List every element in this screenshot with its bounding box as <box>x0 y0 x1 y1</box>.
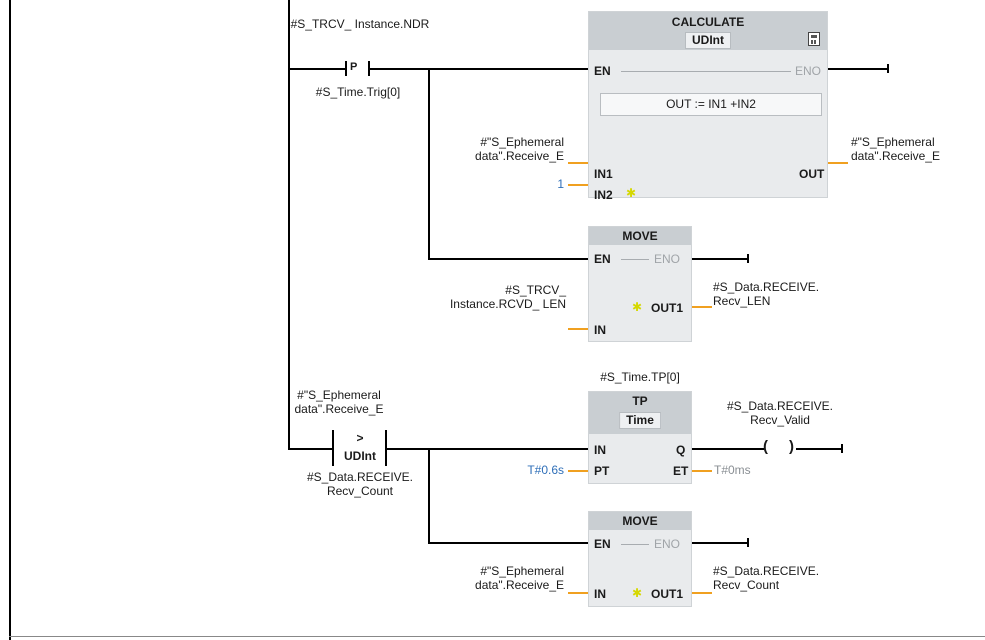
coil-out-end <box>841 444 843 453</box>
tp-et-label: ET <box>673 464 689 478</box>
calculate-header: CALCULATE UDInt <box>589 12 827 50</box>
tp-in-label: IN <box>594 443 606 457</box>
add-input-star-icon[interactable]: ✱ <box>626 186 637 200</box>
edge-trigger-operand[interactable]: #S_TRCV_ Instance.NDR <box>290 17 430 31</box>
calculate-in2-label: IN2 <box>594 188 613 202</box>
calculator-icon[interactable] <box>808 32 820 46</box>
move2-in-operand[interactable]: #"S_Ephemeral data".Receive_E <box>475 564 564 592</box>
move2-out-operand[interactable]: #S_Data.RECEIVE. Recv_Count <box>713 564 820 592</box>
calculate-block[interactable]: CALCULATE UDInt EN ENO OUT := IN1 +IN2 I… <box>588 11 828 202</box>
move1-title: MOVE <box>622 229 658 243</box>
move1-en-wire <box>429 258 588 260</box>
compare-bottom-operand[interactable]: #S_Data.RECEIVE. Recv_Count <box>306 470 414 498</box>
tp-title: TP <box>632 394 648 408</box>
move2-in-wire <box>568 592 588 594</box>
branch-after-trigger <box>428 68 430 260</box>
move2-out-wire <box>692 592 712 594</box>
calculate-en-eno-line <box>621 71 791 72</box>
tp-header: TP Time <box>589 392 691 434</box>
branch-rail <box>288 0 290 450</box>
contact-left-bar <box>345 61 347 76</box>
move2-out-label: OUT1 <box>651 587 684 601</box>
calculate-eno-wire <box>828 68 888 70</box>
calculate-eno-end <box>887 64 889 73</box>
edge-trigger-memory[interactable]: #S_Time.Trig[0] <box>315 85 401 99</box>
in2-wire <box>568 184 588 186</box>
calculate-datatype[interactable]: UDInt <box>685 32 731 49</box>
tp-instance[interactable]: #S_Time.TP[0] <box>600 370 680 384</box>
move2-block[interactable]: MOVE EN ENO IN ✱ OUT1 <box>588 511 692 607</box>
coil-right-icon[interactable]: ) <box>789 438 794 455</box>
move1-header: MOVE <box>589 227 691 245</box>
edge-trigger-contact[interactable]: P <box>350 61 358 73</box>
move1-en-label: EN <box>594 252 611 266</box>
calculate-in1-label: IN1 <box>594 167 613 181</box>
calculate-eno-label: ENO <box>795 64 822 78</box>
rung2-wire-a <box>289 448 332 450</box>
tp-datatype[interactable]: Time <box>619 412 661 429</box>
compare-operator[interactable]: > <box>356 431 364 445</box>
compare-top-operand[interactable]: #"S_Ephemeral data".Receive_E <box>294 388 384 416</box>
out-wire <box>828 162 848 164</box>
calculate-en-label: EN <box>594 64 611 78</box>
move1-eno-label: ENO <box>654 252 681 266</box>
move2-en-eno-line <box>621 544 649 545</box>
calculate-in1-operand[interactable]: #"S_Ephemeral data".Receive_E <box>475 135 564 163</box>
move1-en-eno-line <box>621 259 649 260</box>
tp-q-wire <box>692 448 764 450</box>
coil-out-wire <box>796 448 842 450</box>
move1-out-wire <box>692 306 712 308</box>
tp-et-wire <box>692 470 712 472</box>
calculate-in2-operand[interactable]: 1 <box>557 177 564 191</box>
tp-et-operand[interactable]: T#0ms <box>714 463 751 477</box>
rung1-wire-a <box>289 68 345 70</box>
tp-pt-wire <box>568 470 588 472</box>
network-bottom-border <box>9 636 985 637</box>
move1-out-label: OUT1 <box>651 301 684 315</box>
move2-eno-label: ENO <box>654 537 681 551</box>
move1-eno-end <box>747 254 749 263</box>
left-power-rail <box>9 0 11 640</box>
rung1-wire-b <box>369 68 588 70</box>
calculate-title: CALCULATE <box>671 15 745 29</box>
rung2-wire-b <box>386 448 588 450</box>
move2-en-wire <box>429 542 588 544</box>
add-output-star-icon[interactable]: ✱ <box>632 300 643 314</box>
branch-after-compare <box>428 448 430 544</box>
move1-in-label: IN <box>594 323 606 337</box>
calculate-formula[interactable]: OUT := IN1 +IN2 <box>600 93 822 116</box>
move2-title: MOVE <box>622 514 658 528</box>
move1-block[interactable]: MOVE EN ENO IN ✱ OUT1 <box>588 226 692 342</box>
coil-left-icon[interactable]: ( <box>763 438 768 455</box>
add-output-star-icon[interactable]: ✱ <box>632 586 643 600</box>
tp-pt-label: PT <box>594 464 610 478</box>
move2-header: MOVE <box>589 512 691 530</box>
compare-left-bar <box>332 430 334 466</box>
coil-operand[interactable]: #S_Data.RECEIVE. Recv_Valid <box>726 399 834 427</box>
tp-block[interactable]: TP Time IN PT Q ET <box>588 391 692 484</box>
in1-wire <box>568 162 588 164</box>
move1-in-wire <box>568 328 588 330</box>
move1-eno-wire <box>692 258 748 260</box>
move2-eno-wire <box>692 542 748 544</box>
calculate-out-label: OUT <box>799 167 825 181</box>
tp-pt-operand[interactable]: T#0.6s <box>527 463 564 477</box>
move2-in-label: IN <box>594 587 606 601</box>
move2-en-label: EN <box>594 537 611 551</box>
tp-q-label: Q <box>676 443 686 457</box>
move1-out-operand[interactable]: #S_Data.RECEIVE. Recv_LEN <box>713 280 820 308</box>
move2-eno-end <box>747 538 749 547</box>
calculate-out-operand[interactable]: #"S_Ephemeral data".Receive_E <box>851 135 940 163</box>
move1-in-operand[interactable]: #S_TRCV_ Instance.RCVD_ LEN <box>449 283 566 311</box>
compare-datatype[interactable]: UDInt <box>344 449 376 463</box>
